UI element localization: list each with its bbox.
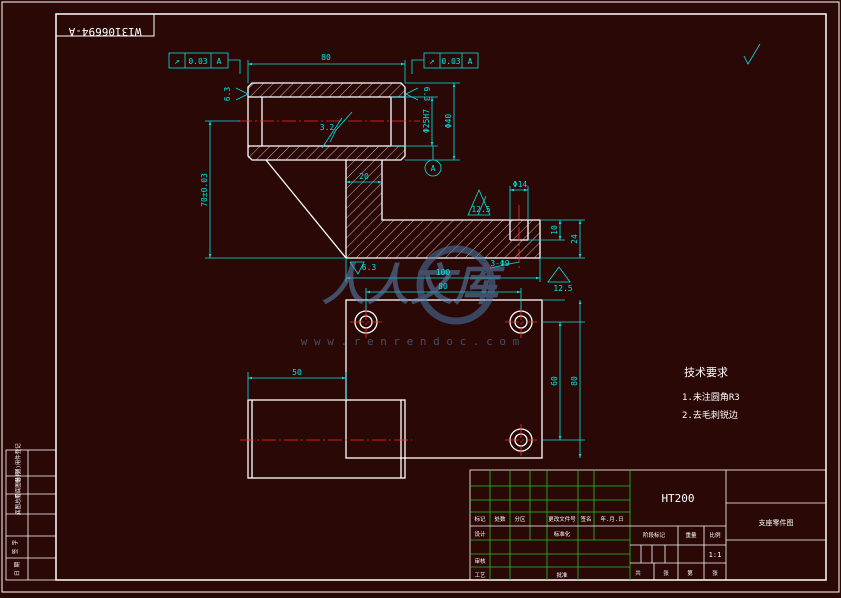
strip-item-2: 旧底图总号 (14, 471, 22, 499)
plan-view (247, 299, 543, 479)
roughness-symbols (235, 43, 761, 283)
rev-header-2: 处数 (494, 515, 506, 523)
scale-value: 1:1 (709, 551, 722, 559)
dim-outer-dia: Φ40 (444, 114, 453, 129)
strip-item-3: 底图总号 (14, 493, 22, 516)
dim-d24: 24 (570, 234, 579, 244)
technical-notes: 技术要求 1.未注圆角R3 2.去毛刺锐边 (682, 366, 740, 421)
rev-header-1: 标记 (474, 515, 486, 523)
roughness-bore: 3.2 (320, 123, 335, 132)
sheet-no: 第 (687, 569, 693, 577)
dim-d100: 100 (436, 268, 451, 277)
title-block (469, 469, 827, 581)
fcf-right-datum: A (468, 57, 473, 66)
dim-rib: 20 (359, 172, 369, 181)
rev-header-3: 分区 (514, 515, 526, 523)
body-outline (265, 159, 541, 259)
dim-dia14: Φ14 (513, 180, 528, 189)
rev-header-4: 更改文件号 (548, 515, 576, 523)
dim-bore: Φ25H7 (422, 109, 431, 133)
dim-plan-80-v: 80 (570, 376, 579, 386)
cylinder-outline (247, 82, 406, 161)
part-name: 支座零件图 (759, 518, 794, 527)
dim-plan-50: 50 (292, 368, 302, 377)
rev-header-6: 年.月.日 (600, 515, 623, 523)
roughness-right: 6.3 (422, 87, 431, 102)
top-wall-section (248, 83, 405, 97)
role-design: 设计 (474, 530, 486, 538)
dim-plan-80: 80 (438, 282, 448, 291)
inner-border (55, 13, 827, 581)
datum-a-bubble (424, 159, 442, 177)
dim-plan-60: 60 (550, 376, 559, 386)
role-review: 审核 (474, 557, 486, 565)
fcf-right-symbol: ↗ (429, 57, 434, 67)
plan-flange (345, 299, 543, 459)
approve-label: 批准 (556, 571, 568, 579)
material: HT200 (661, 492, 694, 505)
drawing-code-box: W13106694-A (55, 13, 155, 38)
dim-d10: 10 (550, 225, 559, 235)
drawing-code: W13106694-A (68, 25, 141, 38)
sheet-total: 共 (635, 569, 641, 577)
rev-header-5: 签名 (580, 515, 591, 523)
stage-label: 阶段标记 (643, 531, 666, 539)
watermark-url: w w w . r e n r e n d o c . c o m (301, 335, 520, 348)
roughness-left: 6.3 (223, 87, 232, 102)
weight-label: 重量 (685, 531, 697, 539)
sheet-total-unit: 张 (663, 569, 669, 577)
fcf-right-value: 0.03 (441, 57, 460, 66)
front-dimensions (205, 60, 585, 282)
dim-height-left: 70±0.03 (200, 173, 209, 207)
notes-item-1: 1.未注圆角R3 (682, 391, 740, 403)
strip-item-1: 借(通)用件登记 (14, 443, 22, 483)
dim-holes: 3-Φ9 (490, 259, 509, 268)
fcf-left-symbol: ↗ (174, 57, 179, 67)
fcf-right (411, 52, 479, 74)
bottom-wall-section (248, 146, 405, 160)
dim-top-width: 80 (321, 53, 331, 62)
plan-cylinder (247, 399, 406, 479)
fcf-left (168, 52, 241, 74)
roughness-flange: 12.5 (471, 205, 490, 214)
left-strip (5, 449, 57, 581)
front-view (238, 82, 541, 268)
fcf-left-value: 0.03 (188, 57, 207, 66)
strip-item-4: 签 字 (11, 539, 19, 554)
scale-label: 比例 (709, 531, 721, 539)
sheet-no-unit: 张 (712, 569, 718, 577)
watermark: 人人文库 w w w . r e n r e n d o c . c o m (301, 245, 520, 348)
fcf-left-datum: A (217, 57, 222, 66)
notes-item-2: 2.去毛刺锐边 (682, 409, 738, 421)
datum-a-label: A (431, 164, 436, 173)
std-label: 标准化 (554, 530, 571, 538)
role-process: 工艺 (474, 572, 486, 579)
notes-title: 技术要求 (684, 366, 728, 379)
plan-dimensions (247, 288, 585, 458)
web-section (346, 160, 540, 258)
roughness-base: 6.3 (362, 263, 377, 272)
strip-item-5: 日 期 (14, 561, 21, 576)
watermark-name: 人人文库 (322, 260, 505, 311)
roughness-bottom: 12.5 (553, 284, 572, 293)
